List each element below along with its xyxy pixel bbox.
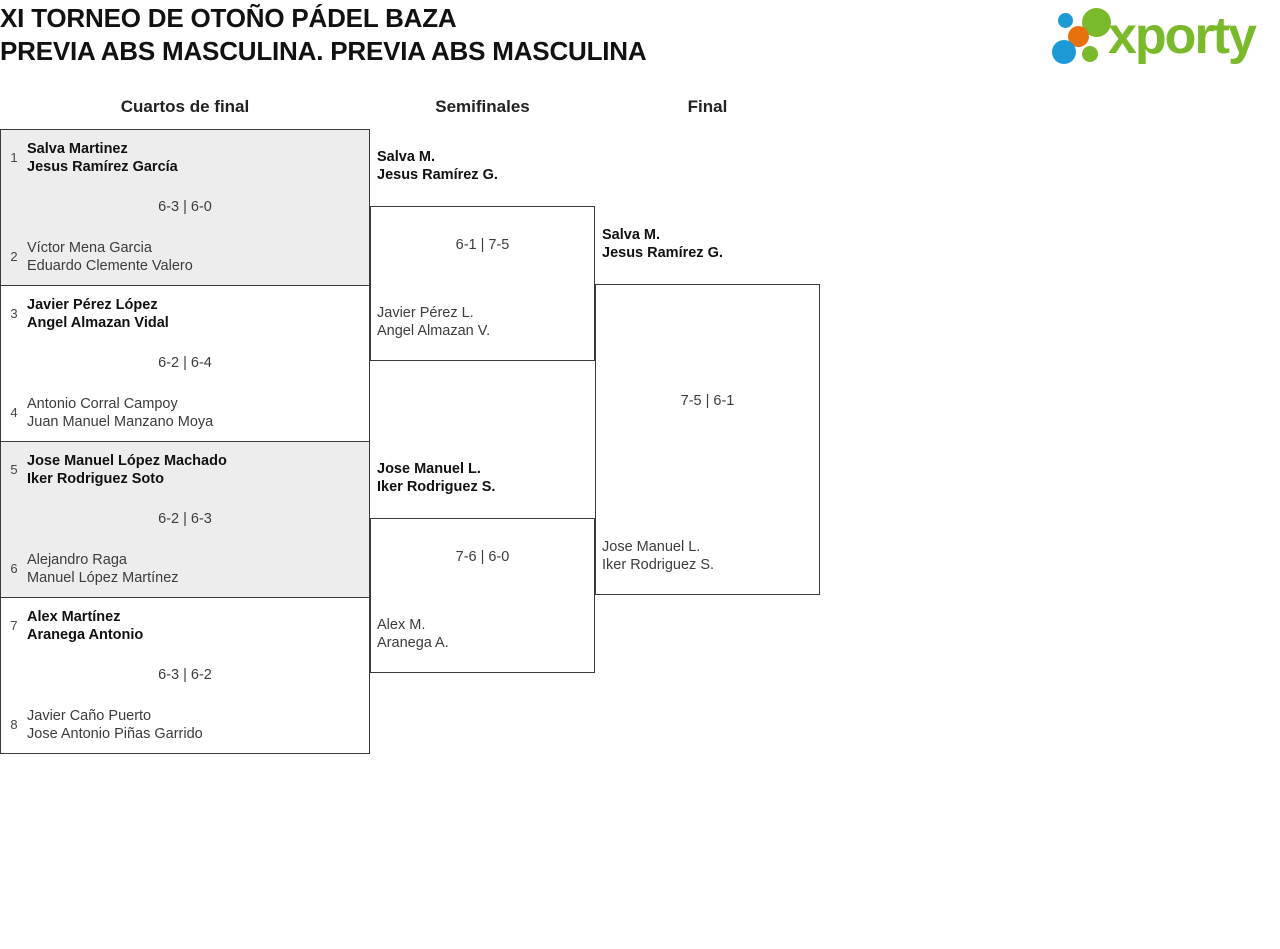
seed-number: 3: [10, 306, 18, 321]
team-names: Alejandro Raga Manuel López Martínez: [27, 552, 179, 586]
seed-number: 7: [10, 618, 18, 633]
match-qf-4-bottom-team[interactable]: 8 Javier Caño Puerto Jose Antonio Piñas …: [1, 705, 369, 745]
logo-dot-green-small: [1082, 46, 1098, 62]
seed-number: 6: [10, 561, 18, 576]
match-qf-3[interactable]: 5 Jose Manuel López Machado Iker Rodrigu…: [0, 441, 370, 598]
logo-dot-orange: [1068, 26, 1089, 47]
seed-number: 1: [10, 150, 18, 165]
match-sf-2-score: 7-6 | 6-0: [455, 549, 510, 565]
title-line-2: PREVIA ABS MASCULINA. PREVIA ABS MASCULI…: [0, 36, 647, 66]
match-sf-2-connector: [370, 518, 595, 673]
seed-number: 4: [10, 405, 18, 420]
match-final-connector: [595, 284, 820, 595]
match-qf-1-score: 6-3 | 6-0: [158, 199, 212, 215]
team-names: Javier Pérez López Angel Almazan Vidal: [27, 297, 169, 331]
match-qf-1-bottom-team[interactable]: 2 Víctor Mena Garcia Eduardo Clemente Va…: [1, 237, 369, 277]
seed-number: 8: [10, 717, 18, 732]
seed-number: 2: [10, 249, 18, 264]
match-qf-1-top-team[interactable]: 1 Salva Martinez Jesus Ramírez García: [1, 138, 369, 178]
title-line-1: XI TORNEO DE OTOÑO PÁDEL BAZA: [0, 3, 457, 33]
match-final-top-team[interactable]: Salva M. Jesus Ramírez G.: [602, 227, 723, 261]
team-names: Javier Caño Puerto Jose Antonio Piñas Ga…: [27, 708, 203, 742]
match-final-bottom-team[interactable]: Jose Manuel L. Iker Rodriguez S.: [602, 539, 715, 573]
seed-number: 5: [10, 462, 18, 477]
match-qf-1[interactable]: 1 Salva Martinez Jesus Ramírez García 6-…: [0, 129, 370, 286]
match-qf-2-score: 6-2 | 6-4: [158, 355, 212, 371]
match-qf-3-score: 6-2 | 6-3: [158, 511, 212, 527]
match-sf-2-bottom-team[interactable]: Alex M. Aranega A.: [377, 617, 449, 651]
team-names: Jose Manuel López Machado Iker Rodriguez…: [27, 453, 227, 487]
page-header: XI TORNEO DE OTOÑO PÁDEL BAZA PREVIA ABS…: [0, 0, 1280, 80]
logo-wordmark: xporty: [1108, 7, 1257, 65]
match-qf-3-top-team[interactable]: 5 Jose Manuel López Machado Iker Rodrigu…: [1, 450, 369, 490]
match-sf-2-top-team[interactable]: Jose Manuel L. Iker Rodriguez S.: [377, 461, 496, 495]
match-sf-1-score: 6-1 | 7-5: [455, 237, 510, 253]
team-names: Víctor Mena Garcia Eduardo Clemente Vale…: [27, 240, 193, 274]
team-names: Salva Martinez Jesus Ramírez García: [27, 141, 178, 175]
round-header-semifinals: Semifinales: [435, 97, 530, 116]
team-names: Antonio Corral Campoy Juan Manuel Manzan…: [27, 396, 214, 430]
match-final-score: 7-5 | 6-1: [680, 393, 735, 409]
match-sf-1-connector: [370, 206, 595, 361]
match-qf-2[interactable]: 3 Javier Pérez López Angel Almazan Vidal…: [0, 285, 370, 442]
match-qf-3-bottom-team[interactable]: 6 Alejandro Raga Manuel López Martínez: [1, 549, 369, 589]
team-names: Alex Martínez Aranega Antonio: [27, 609, 144, 643]
match-qf-2-bottom-team[interactable]: 4 Antonio Corral Campoy Juan Manuel Manz…: [1, 393, 369, 433]
match-qf-4[interactable]: 7 Alex Martínez Aranega Antonio 6-3 | 6-…: [0, 597, 370, 754]
xporty-logo[interactable]: xporty: [1052, 4, 1276, 68]
match-qf-4-top-team[interactable]: 7 Alex Martínez Aranega Antonio: [1, 606, 369, 646]
match-qf-2-top-team[interactable]: 3 Javier Pérez López Angel Almazan Vidal: [1, 294, 369, 334]
tournament-title: XI TORNEO DE OTOÑO PÁDEL BAZA PREVIA ABS…: [0, 2, 1000, 68]
round-header-final: Final: [687, 97, 728, 116]
match-sf-1-bottom-team[interactable]: Javier Pérez L. Angel Almazan V.: [377, 305, 491, 339]
match-sf-1-top-team[interactable]: Salva M. Jesus Ramírez G.: [377, 149, 498, 183]
match-qf-4-score: 6-3 | 6-2: [158, 667, 212, 683]
logo-dots-icon: [1052, 8, 1112, 66]
logo-dot-blue-small: [1058, 13, 1073, 28]
round-header-quarterfinals: Cuartos de final: [120, 97, 250, 116]
logo-dot-blue-large: [1052, 40, 1076, 64]
